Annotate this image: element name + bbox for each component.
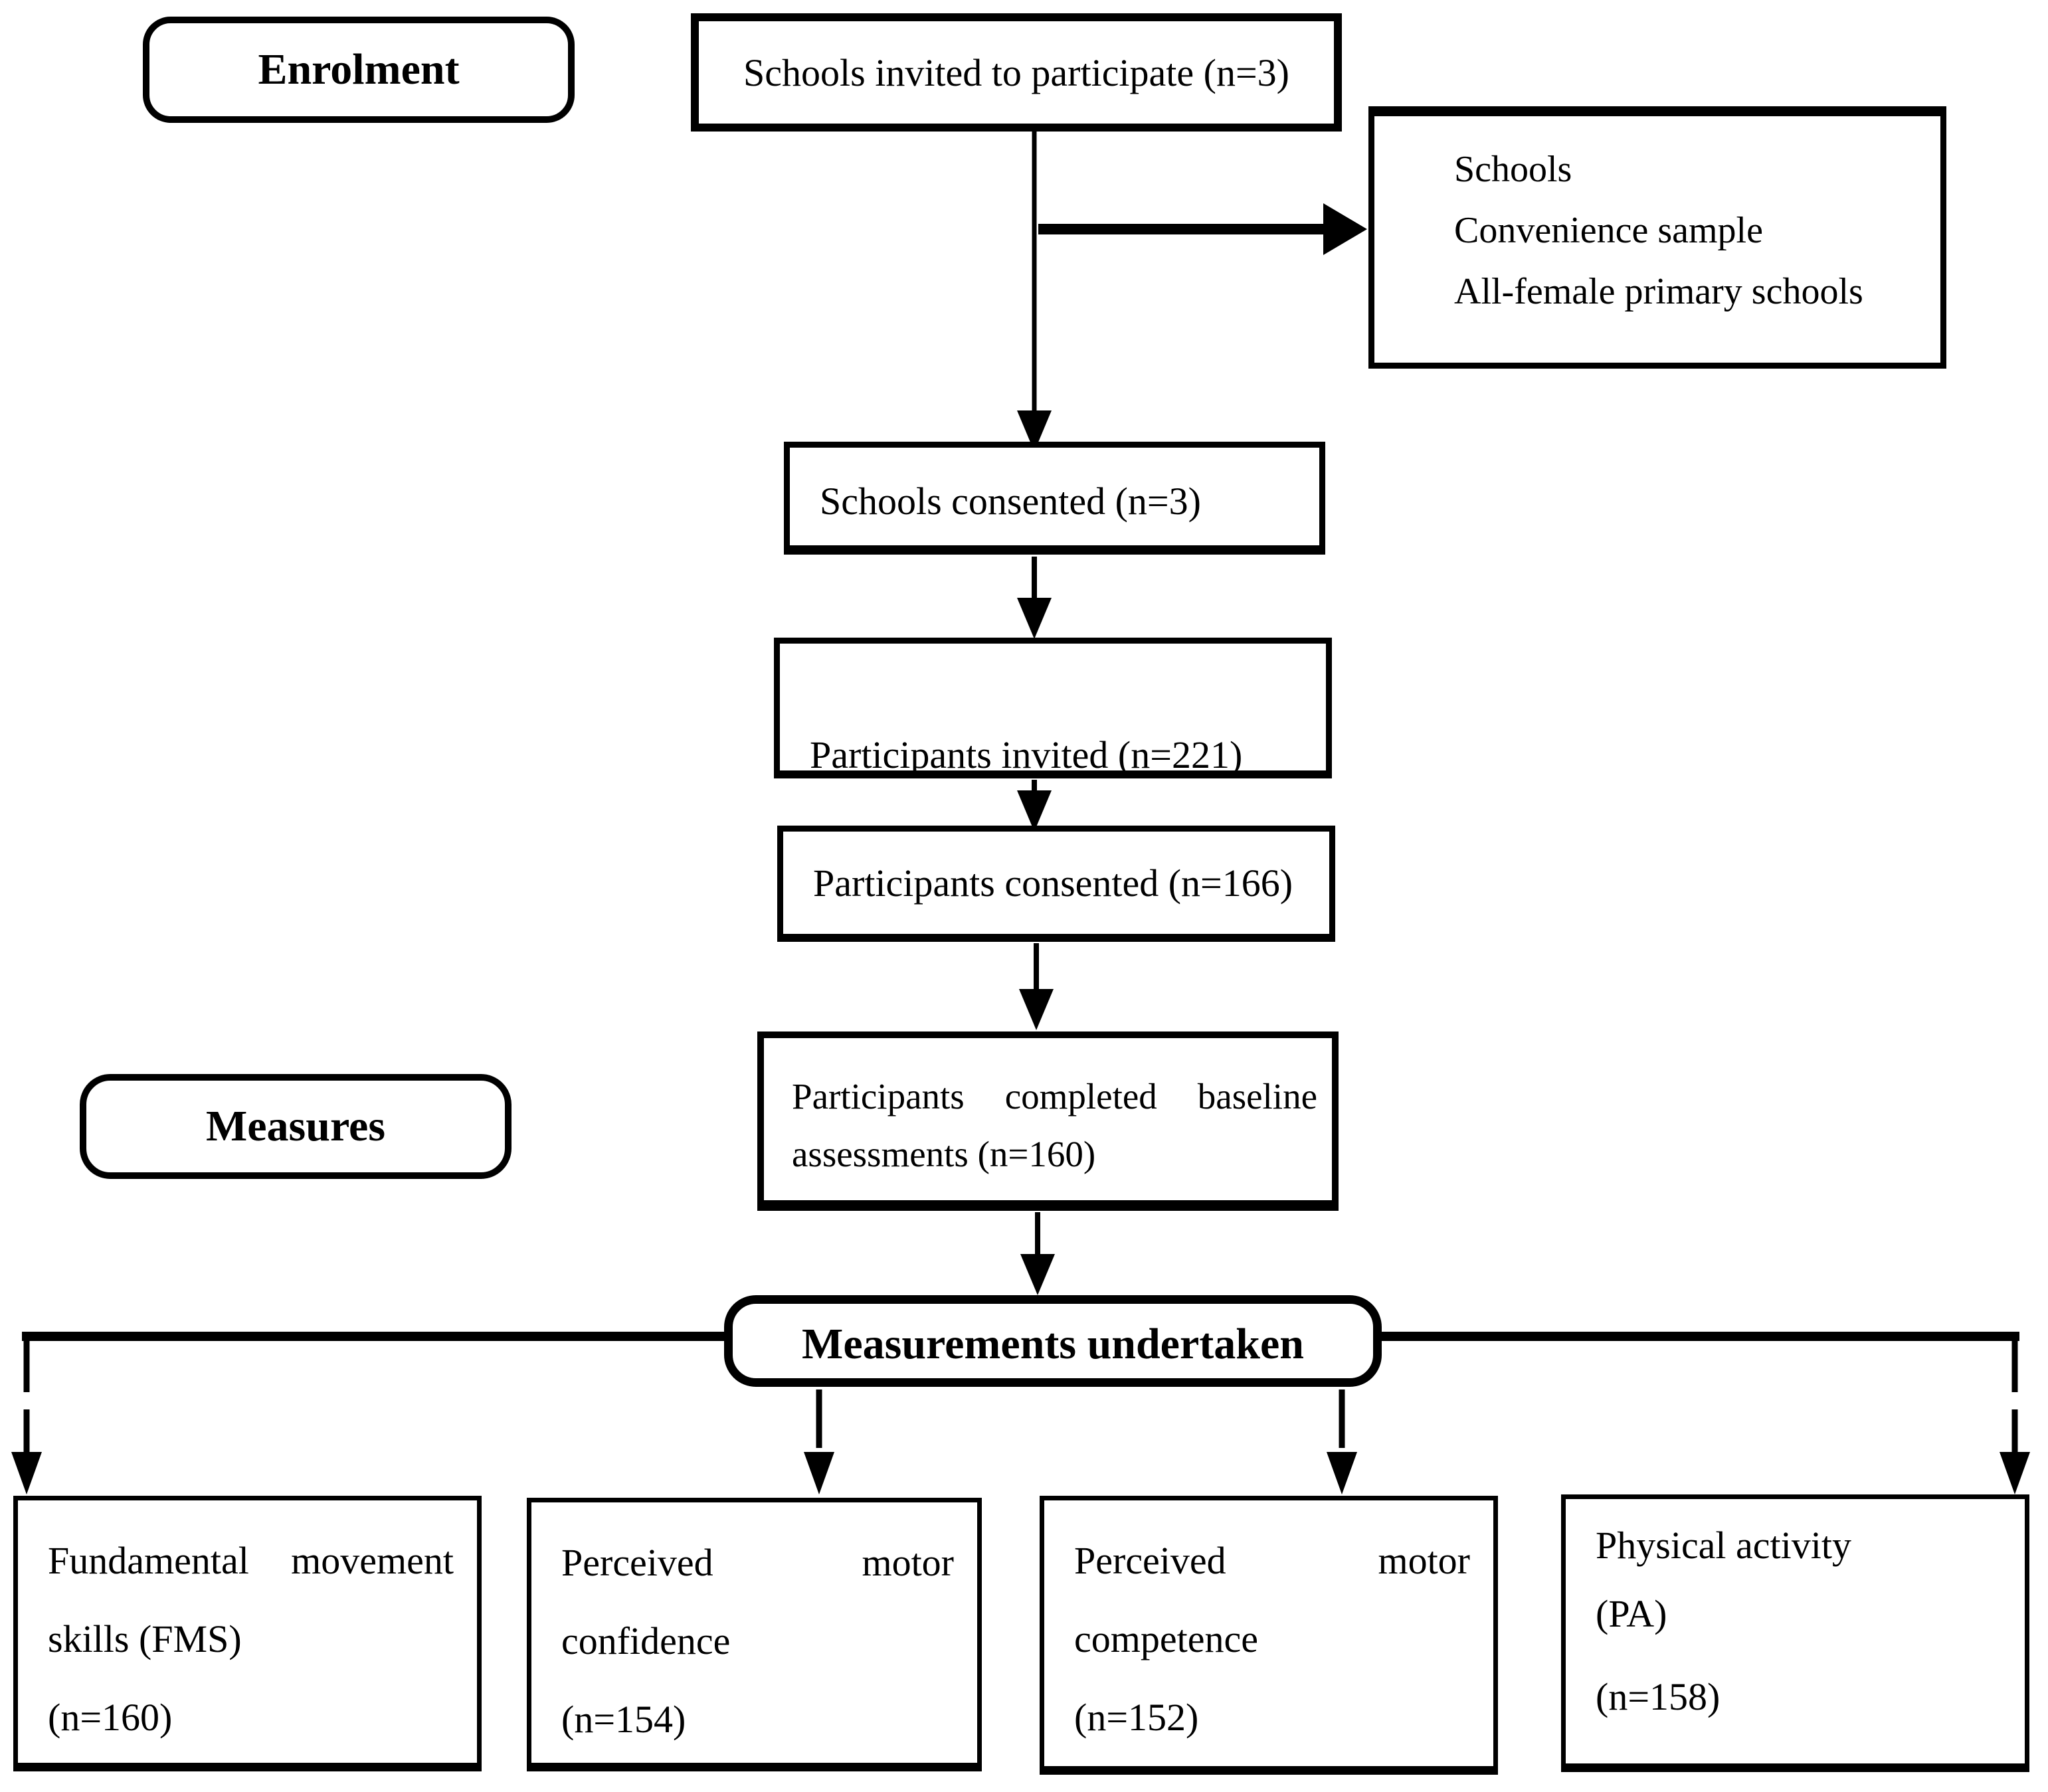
outcome-fms-node: Fundamental movement skills (FMS) (n=160…	[13, 1496, 482, 1771]
measurements-undertaken-label: Measurements undertaken	[802, 1320, 1304, 1368]
outcome-confidence-line-2: confidence	[561, 1619, 731, 1662]
participants-consented-node: Participants consented (n=166)	[777, 826, 1335, 942]
arrow-down-icon	[1020, 1254, 1055, 1295]
outcome-competence-line-1: Perceived motor	[1074, 1539, 1470, 1582]
outcome-pa-line-3: (n=158)	[1596, 1675, 1721, 1718]
arrow-down-icon	[1017, 598, 1052, 639]
outcome-physical-activity-node: Physical activity (PA) (n=158)	[1561, 1494, 2029, 1772]
sample-note-line-1: Schools	[1454, 149, 1572, 190]
arrow-right-icon	[1323, 203, 1367, 255]
arrow-down-icon	[2000, 1452, 2030, 1494]
measures-stage-label: Measures	[205, 1102, 386, 1150]
measures-stage-box: Measures	[80, 1074, 512, 1179]
sample-note-line-3: All-female primary schools	[1454, 271, 1863, 312]
participants-consented-text: Participants consented (n=166)	[813, 861, 1293, 905]
schools-invited-node: Schools invited to participate (n=3)	[691, 13, 1342, 132]
outcome-fms-line-2: skills (FMS)	[48, 1617, 242, 1660]
outcome-motor-confidence-node: Perceived motor confidence (n=154)	[527, 1498, 982, 1771]
measurements-undertaken-node: Measurements undertaken	[724, 1295, 1382, 1387]
outcome-confidence-line-3: (n=154)	[561, 1698, 686, 1741]
sample-note-line-2: Convenience sample	[1454, 210, 1763, 251]
outcome-fms-line-1: Fundamental movement	[48, 1539, 454, 1582]
arrow-down-icon	[1019, 989, 1054, 1030]
schools-consented-text: Schools consented (n=3)	[820, 480, 1201, 523]
schools-consented-node: Schools consented (n=3)	[784, 442, 1325, 555]
outcome-motor-competence-node: Perceived motor competence (n=152)	[1040, 1496, 1498, 1775]
enrolment-stage-box: Enrolment	[143, 17, 575, 123]
baseline-assessments-node: Participants completed baseline assessme…	[757, 1031, 1339, 1211]
outcome-pa-line-1: Physical activity	[1596, 1524, 1851, 1567]
arrow-down-icon	[11, 1452, 42, 1494]
arrow-down-icon	[1327, 1452, 1357, 1494]
outcome-confidence-line-1: Perceived motor	[561, 1541, 954, 1584]
outcome-fms-line-3: (n=160)	[48, 1696, 173, 1739]
baseline-line-2: assessments (n=160)	[792, 1134, 1096, 1174]
schools-invited-text: Schools invited to participate (n=3)	[743, 50, 1289, 94]
baseline-line-1: Participants completed baseline	[792, 1076, 1317, 1117]
participants-invited-node: Participants invited (n=221)	[774, 638, 1332, 778]
participants-invited-text: Participants invited (n=221)	[810, 733, 1243, 776]
arrow-down-icon	[804, 1452, 834, 1494]
outcome-pa-line-2: (PA)	[1596, 1592, 1667, 1635]
outcome-competence-line-3: (n=152)	[1074, 1696, 1199, 1739]
sample-note-node: Schools Convenience sample All-female pr…	[1368, 106, 1946, 369]
outcome-competence-line-2: competence	[1074, 1617, 1258, 1660]
enrolment-stage-label: Enrolment	[258, 45, 460, 94]
